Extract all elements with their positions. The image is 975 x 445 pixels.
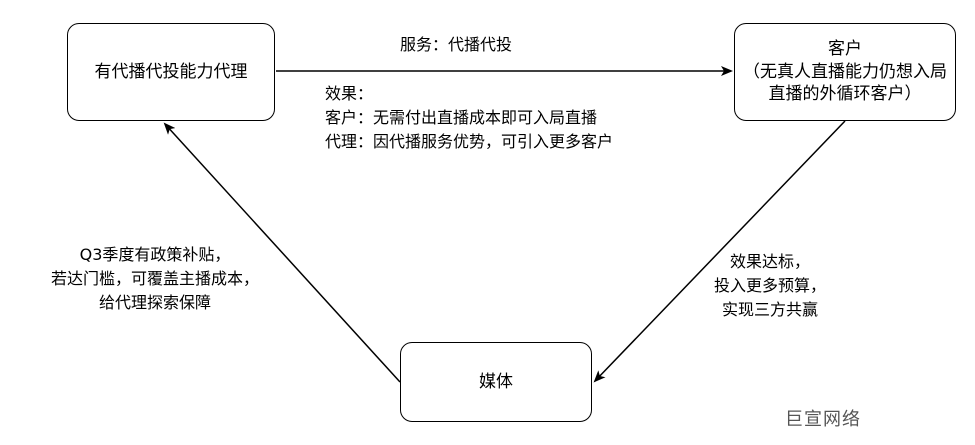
edge-label-policy: Q3季度有政策补贴， 若达门槛，可覆盖主播成本， 给代理探索保障 xyxy=(50,245,259,312)
watermark-text: 巨宣网络 xyxy=(785,409,861,430)
node-media-label: 媒体 xyxy=(479,371,513,392)
edge-label-budget: 效果达标， 投入更多预算， 实现三方共赢 xyxy=(713,252,826,319)
edge-label-effect: 效果： 客户：无需付出直播成本即可入局直播 代理：因代播服务优势，可引入更多客户 xyxy=(325,84,614,151)
arrow-media-to-agent xyxy=(163,122,401,383)
node-client: 客户 （无真人直播能力仍想入局直播的外循环客户） xyxy=(734,23,956,121)
node-agent: 有代播代投能力代理 xyxy=(67,23,275,121)
edge-label-service: 服务：代播代投 xyxy=(400,35,513,54)
node-client-label: 客户 （无真人直播能力仍想入局直播的外循环客户） xyxy=(743,38,947,105)
node-agent-label: 有代播代投能力代理 xyxy=(94,61,248,82)
arrow-client-to-media xyxy=(593,120,846,383)
node-media: 媒体 xyxy=(400,342,592,422)
